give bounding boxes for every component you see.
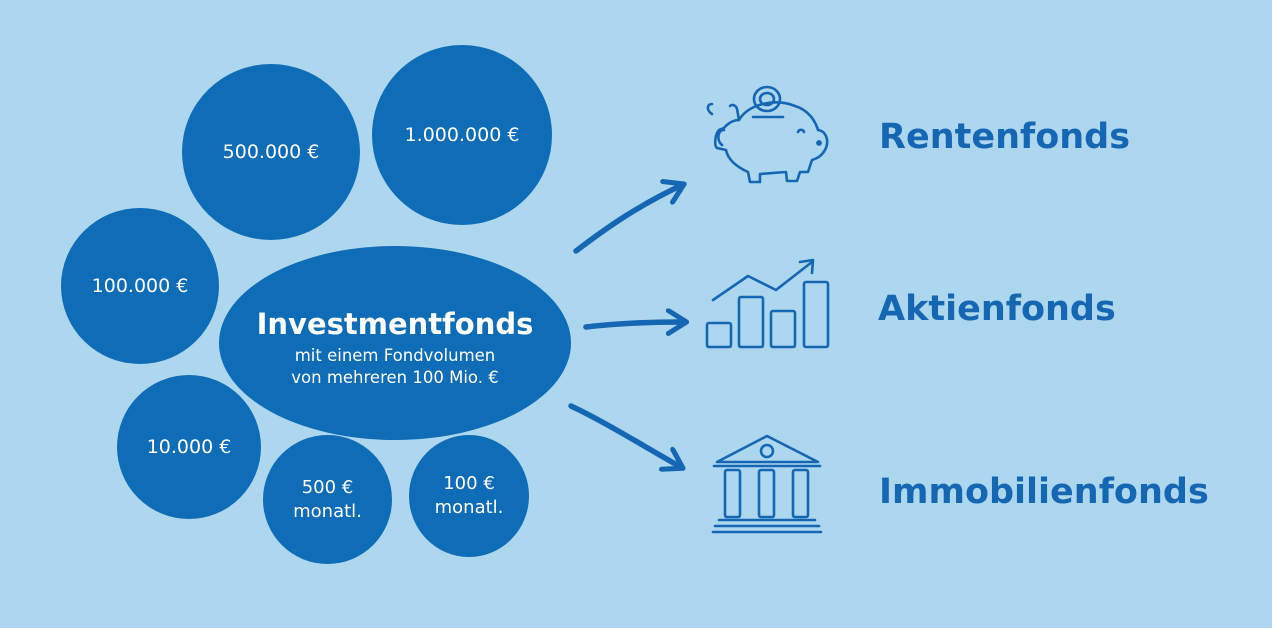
- aktienfonds-label: Aktienfonds: [878, 289, 1116, 329]
- amount-1000000-label: 1.000.000 €: [404, 123, 520, 146]
- arrow-to-rentenfonds: [573, 186, 680, 254]
- bubble-1000000: 1.000.000 €: [372, 45, 552, 225]
- bubble-10000: 10.000 €: [117, 375, 261, 519]
- rentenfonds-label: Rentenfonds: [879, 117, 1131, 157]
- piggy-bank-icon: [706, 85, 829, 184]
- center-subtitle-line1: mit einem Fondvolumen: [294, 346, 496, 365]
- bubble-100-monthly: 100 € monatl.: [409, 435, 529, 557]
- bank-building-icon: [711, 434, 823, 534]
- immobilienfonds-label: Immobilienfonds: [879, 472, 1209, 512]
- bar-chart-growth-icon: [705, 258, 830, 349]
- arrow-to-aktienfonds: [583, 322, 682, 327]
- bubble-100000: 100.000 €: [61, 208, 219, 364]
- amount-10000-label: 10.000 €: [146, 435, 232, 458]
- center-subtitle-line2: von mehreren 100 Mio. €: [291, 368, 499, 387]
- amount-500-label: 500 €: [301, 476, 354, 498]
- center-title: Investmentfonds: [256, 307, 534, 341]
- monthly-label: monatl.: [434, 497, 504, 518]
- amount-500000-label: 500.000 €: [222, 140, 320, 163]
- amount-100-label: 100 €: [443, 473, 495, 494]
- bubble-500-monthly: 500 € monatl.: [263, 435, 392, 564]
- amount-100000-label: 100.000 €: [91, 274, 189, 297]
- monthly-label: monatl.: [293, 500, 362, 522]
- arrow-to-immobilienfonds: [568, 403, 679, 466]
- investmentfonds-ellipse: Investmentfonds mit einem Fondvolumen vo…: [219, 246, 571, 440]
- bubble-500000: 500.000 €: [182, 64, 360, 240]
